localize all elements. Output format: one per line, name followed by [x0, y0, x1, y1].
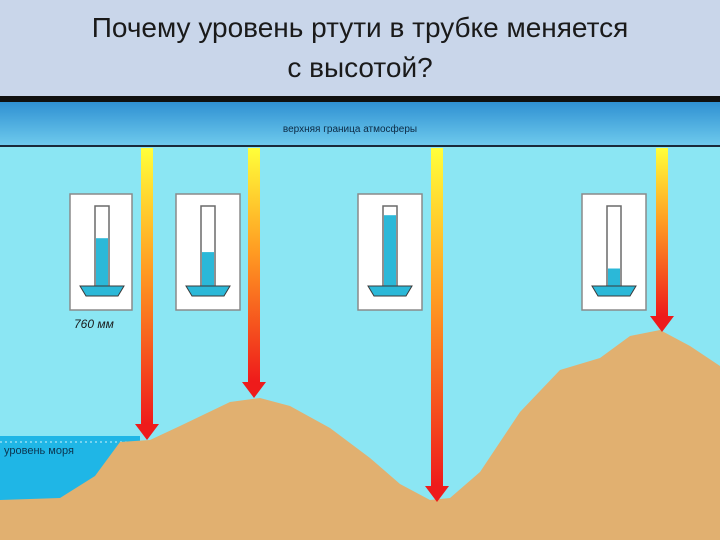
arrow-shaft: [656, 148, 668, 316]
mercury-dish: [185, 285, 231, 297]
mercury-column: [608, 268, 620, 289]
arrow-shaft: [248, 148, 260, 382]
title-line-1: Почему уровень ртути в трубке меняется: [91, 12, 629, 43]
mercury-dish: [591, 285, 637, 297]
mercury-dish: [79, 285, 125, 297]
arrow-head: [242, 382, 266, 398]
arrow-shaft: [431, 148, 443, 486]
sea-level-label: уровень моря: [4, 445, 74, 457]
pressure-arrow-hill: [242, 148, 266, 398]
barometer-hill: [175, 193, 241, 311]
pressure-arrow-valley: [425, 148, 449, 502]
arrow-shaft: [141, 148, 153, 424]
title-line-2: с высотой?: [287, 52, 433, 83]
upper-atmosphere-label: верхняя граница атмосферы: [283, 123, 417, 135]
slide-title: Почему уровень ртути в трубке меняется с…: [0, 8, 720, 88]
barometer-valley: [357, 193, 423, 311]
barometer-mountain: [581, 193, 647, 311]
arrow-head: [425, 486, 449, 502]
pressure-arrow-mountain: [650, 148, 674, 332]
arrow-head: [135, 424, 159, 440]
pressure-arrow-sea-level: [135, 148, 159, 440]
barometer-sea-level: [69, 193, 133, 311]
mercury-column: [202, 252, 214, 289]
mercury-dish: [367, 285, 413, 297]
arrow-head: [650, 316, 674, 332]
mercury-column: [384, 215, 396, 289]
atmosphere-diagram: верхняя граница атмосферы уровень моря 7…: [0, 96, 720, 540]
pressure-label: 760 мм: [74, 317, 114, 331]
mercury-column: [96, 238, 108, 289]
upper-atmosphere-band: [0, 102, 720, 146]
top-edge: [0, 96, 720, 102]
ground-terrain: [0, 330, 720, 540]
